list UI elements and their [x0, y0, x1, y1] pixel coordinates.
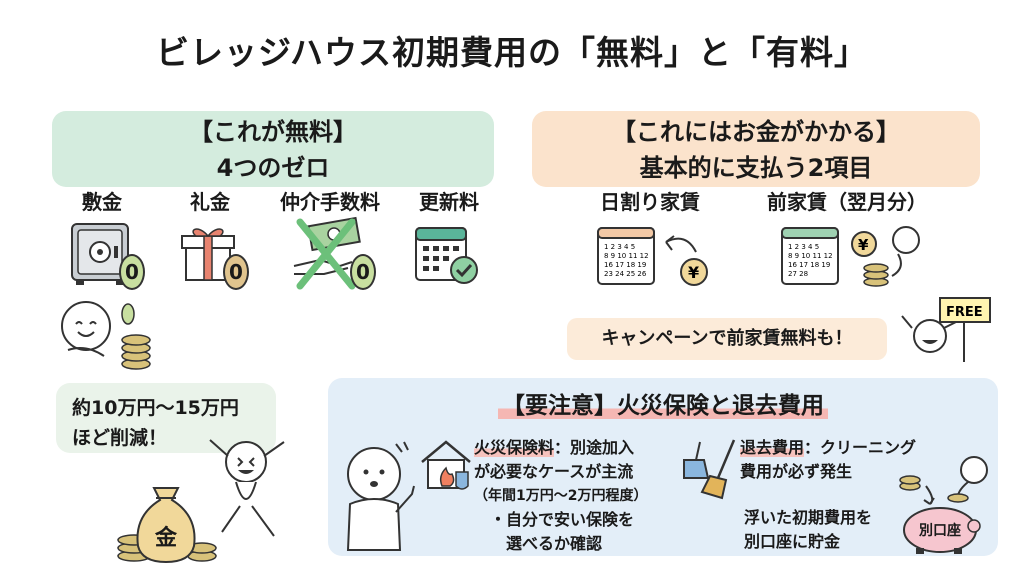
tip-line1: 浮いた初期費用を — [744, 508, 873, 527]
calendar-row: 27 28 — [788, 270, 808, 278]
free-subheading: 4つのゼロ — [216, 154, 330, 182]
jumping-person-illustration — [209, 439, 285, 537]
insurance-line5: 選べるか確認 — [506, 534, 603, 553]
free-item-renewal-label: 更新料 — [419, 190, 479, 214]
moveout-term: 退去費用 — [740, 438, 805, 457]
money-bag-label: 金 — [154, 526, 177, 551]
paid-banner: 【これにはお金がかかる】 基本的に支払う2項目 — [532, 111, 980, 187]
safe-icon — [71, 223, 129, 285]
savings-bubble: 約10万円〜15万円 ほど削減！ — [56, 383, 276, 453]
insurance-rest: ：別途加入 — [554, 438, 635, 457]
calendar-row: 1 2 3 4 5 — [788, 243, 819, 251]
paid-subheading: 基本的に支払う2項目 — [639, 154, 873, 182]
pointing-person-illustration — [346, 441, 415, 551]
moveout-line2: 費用が必ず発生 — [740, 462, 853, 481]
insurance-line3: （年間1万円〜2万円程度） — [474, 488, 648, 504]
piggy-bank-icon — [899, 456, 988, 554]
piggy-bank-label: 別口座 — [919, 523, 961, 539]
insurance-text: 火災保険料：別途加入 が必要なケースが主流 （年間1万円〜2万円程度） ・自分で… — [474, 436, 684, 556]
savings-line2: ほど削減！ — [72, 427, 168, 449]
free-sign-person-illustration: FREE — [901, 297, 991, 362]
moveout-rest: ：クリーニング — [804, 438, 917, 457]
house-fire-icon — [421, 440, 471, 490]
free-item-keymoney-label: 礼金 — [190, 190, 230, 214]
free-banner: 【これが無料】 4つのゼロ — [52, 111, 494, 187]
calendar-yen-icon: 1 2 3 4 5 8 9 10 11 12 16 17 18 19 23 24… — [597, 227, 708, 286]
calendar-row: 8 9 10 11 12 — [604, 252, 649, 260]
tip-line2: 別口座に貯金 — [744, 532, 841, 551]
calendar-coins-icon: 1 2 3 4 5 8 9 10 11 12 16 17 18 19 27 28… — [781, 226, 920, 287]
yen-symbol: ¥ — [858, 236, 869, 254]
free-item-deposit-label: 敷金 — [82, 190, 122, 214]
free-heading: 【これが無料】 — [189, 118, 357, 146]
insurance-line2: が必要なケースが主流 — [474, 462, 634, 481]
savings-line1: 約10万円〜15万円 — [72, 397, 239, 419]
yen-symbol: ¥ — [688, 263, 699, 282]
free-item-brokerage-label: 仲介手数料 — [280, 190, 380, 214]
crossed-money-icon — [293, 216, 361, 290]
campaign-note: キャンペーンで前家賃無料も！ — [567, 318, 887, 360]
paid-heading: 【これにはお金がかかる】 — [612, 118, 900, 146]
calendar-row: 1 2 3 4 5 — [604, 243, 635, 251]
free-sign-text: FREE — [946, 305, 983, 320]
money-bag-icon — [117, 487, 217, 564]
zero-coin: 0 — [119, 254, 145, 290]
paid-item-advance-label: 前家賃（翌月分） — [767, 190, 927, 214]
calendar-check-icon — [415, 227, 478, 284]
zero-coin: 0 — [223, 254, 249, 290]
insurance-term: 火災保険料 — [474, 438, 555, 457]
calendar-row: 16 17 18 19 — [604, 261, 646, 269]
page-title: ビレッジハウス初期費用の「無料」と「有料」 — [155, 33, 869, 72]
calendar-row: 16 17 18 19 — [788, 261, 830, 269]
moveout-text: 退去費用：クリーニング 費用が必ず発生 — [740, 436, 940, 484]
calendar-row: 8 9 10 11 12 — [788, 252, 833, 260]
insurance-line4: ・自分で安い保険を — [490, 510, 635, 529]
caution-title: 【要注意】火災保険と退去費用 — [328, 386, 998, 420]
savings-tip: 浮いた初期費用を 別口座に貯金 — [744, 506, 904, 554]
zero-coin: 0 — [350, 254, 376, 290]
happy-person-illustration — [61, 301, 151, 370]
cleaning-tools-icon — [683, 439, 736, 500]
gift-icon — [181, 228, 235, 281]
paid-item-prorated-label: 日割り家賃 — [600, 190, 700, 214]
calendar-row: 23 24 25 26 — [604, 270, 647, 278]
